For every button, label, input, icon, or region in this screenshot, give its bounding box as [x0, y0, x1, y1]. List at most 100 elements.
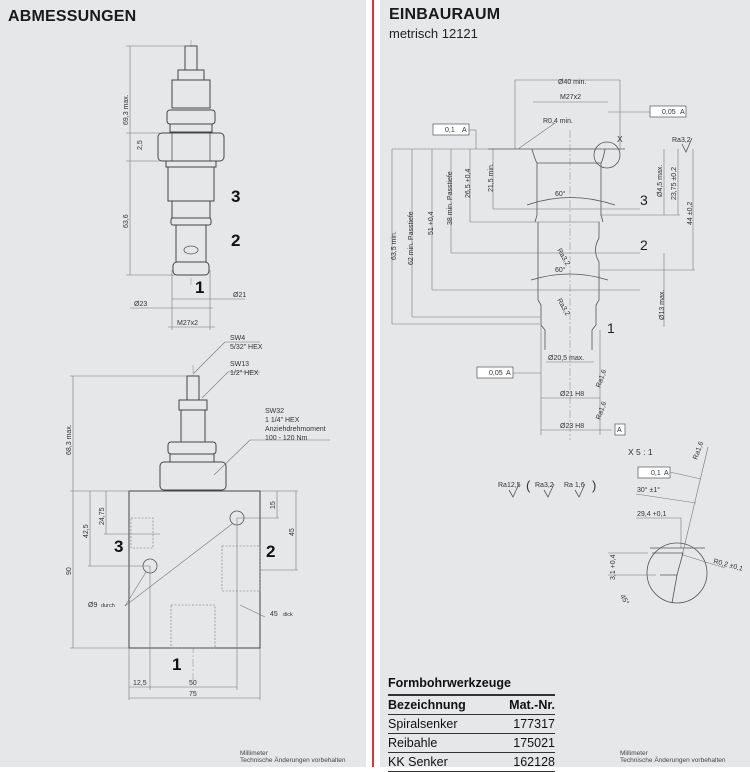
dim-75: 75 — [189, 691, 197, 698]
right-footer-unit: Millimeter — [620, 750, 648, 757]
roughness-ra3-2: Ra3,2 — [535, 482, 554, 489]
dim-thickness: 45 — [270, 611, 278, 618]
callout-sw4: SW4 — [230, 335, 245, 342]
cartridge-drawing: 69,3 max. 2,5 63,6 Ø21 Ø23 M27x2 3 2 1 — [123, 40, 246, 330]
cavity-runout-tol: 0,05 — [662, 109, 676, 116]
surface-roughness-legend: Ra12,5 ( Ra3,2 Ra 1,6 ) — [498, 478, 596, 498]
cavity-flat-datum: A — [462, 127, 467, 134]
dim-d23: Ø23 — [134, 301, 147, 308]
dim-45: 45 — [289, 528, 296, 536]
cavity-dim-d20-5: Ø20,5 max. — [548, 355, 584, 362]
cavity-drawing: Ø40 min. M27x2 0,05 A R0,4 min. 0,1 A X … — [391, 79, 695, 440]
tool-name: Reibahle — [388, 733, 494, 753]
dim-collar: 2,5 — [137, 140, 144, 150]
cavity-ra32: Ra3,2 — [672, 137, 691, 144]
tool-nr: 162128 — [493, 752, 555, 772]
panel-divider — [372, 0, 374, 767]
cavity-flat-tol: 0,1 — [445, 127, 455, 134]
cavity-dim-26-5: 26,5 +0,4 — [465, 169, 472, 198]
installation-space-title: EINBAURAUM — [389, 6, 501, 23]
detail-x-drawing: X 5 : 1 Ra1,6 0,1 A 30° ±1° 29,4 +0,1 3,… — [608, 441, 744, 606]
detail-angle: 30° ±1° — [637, 486, 660, 494]
tool-name: Spiralsenker — [388, 714, 494, 734]
dim-24-75: 24,75 — [99, 507, 106, 525]
cavity-runout-datum: A — [680, 109, 685, 116]
detail-ra16: Ra1,6 — [692, 441, 705, 461]
dim-hole-note: durch — [101, 603, 115, 609]
cavity-dim-38: 38 min. Passtiefe — [447, 171, 454, 225]
left-footer-note: Technische Änderungen vorbehalten — [240, 757, 346, 764]
roughness-ra12-5: Ra12,5 — [498, 482, 521, 489]
block-port-3: 3 — [114, 537, 123, 556]
callout-sw13: SW13 — [230, 361, 249, 368]
table-row: Reibahle 175021 — [388, 733, 555, 753]
tools-title: Formbohrwerkzeuge — [388, 676, 511, 690]
block-port-2: 2 — [266, 542, 275, 561]
table-header: Bezeichnung Mat.-Nr. — [388, 694, 555, 715]
callout-sw32-hex: 1 1/4" HEX — [265, 417, 300, 424]
cavity-ra32-b: Ra3,2 — [555, 298, 570, 318]
detail-runout-tol: 0,1 — [651, 470, 661, 477]
paren-open: ( — [526, 478, 531, 493]
block-port-1: 1 — [172, 655, 181, 674]
detail-runout-datum: A — [664, 470, 669, 477]
port-label-3: 3 — [231, 187, 240, 206]
cavity-datum-a: A — [617, 427, 622, 434]
dim-overall-height: 69,3 max. — [123, 94, 130, 125]
table-row: Spiralsenker 177317 — [388, 714, 555, 734]
tool-name: KK Senker — [388, 752, 494, 772]
cavity-dim-thread: M27x2 — [560, 94, 581, 101]
paren-close: ) — [592, 478, 596, 493]
tools-table: Bezeichnung Mat.-Nr. Spiralsenker 177317… — [388, 694, 555, 772]
tool-nr: 175021 — [493, 733, 555, 753]
dim-42-5: 42,5 — [83, 524, 90, 538]
cavity-dim-51: 51 +0,4 — [428, 211, 435, 235]
cavity-radius: R0,4 min. — [543, 118, 573, 125]
callout-sw13-hex: 1/2" HEX — [230, 370, 259, 377]
table-row: KK Senker 162128 — [388, 752, 555, 772]
cavity-port-2: 2 — [640, 237, 648, 253]
dim-block-height: 90 — [66, 567, 73, 575]
cavity-dim-d23: Ø23 H8 — [560, 423, 584, 430]
cavity-angle-2: 60° — [555, 266, 566, 274]
cavity-runout-tol-2: 0,05 — [489, 370, 503, 377]
dimensions-title: ABMESSUNGEN — [8, 8, 137, 25]
dim-15: 15 — [270, 501, 277, 509]
cavity-dim-63-5: 63,5 min. — [391, 231, 398, 260]
detail-diameter: 29,4 +0,1 — [637, 511, 666, 518]
dim-12-5: 12,5 — [133, 680, 147, 687]
cavity-port-1: 1 — [607, 320, 615, 336]
left-footer-unit: Millimeter — [240, 750, 268, 757]
valve-block-drawing: SW4 5/32" HEX SW13 1/2" HEX SW32 1 1/4" … — [66, 335, 330, 700]
cavity-dim-62: 62 min. Passtiefe — [408, 211, 415, 265]
dim-d21: Ø21 — [233, 292, 246, 299]
cavity-dim-d40: Ø40 min. — [558, 79, 586, 86]
dim-thread: M27x2 — [177, 320, 198, 327]
detail-chamfer: 45° — [618, 593, 630, 606]
detail-x-mark: X — [617, 134, 623, 144]
cavity-dim-44: 44 ±0,2 — [687, 202, 694, 225]
cavity-dim-d13: Ø13 max. — [659, 290, 666, 320]
right-footer-note: Technische Änderungen vorbehalten — [620, 757, 726, 764]
detail-depth: 3,1 +0,4 — [610, 554, 617, 580]
cavity-dim-23-75: 23,75 ±0,2 — [671, 167, 678, 200]
right-footer: Millimeter Technische Änderungen vorbeha… — [620, 750, 726, 764]
cavity-ra32-a: Ra3,2 — [555, 248, 570, 268]
cavity-ra16-b: Ra1,6 — [595, 401, 608, 421]
col-designation: Bezeichnung — [388, 694, 494, 715]
roughness-ra1-6: Ra 1,6 — [564, 482, 585, 489]
cavity-port-3: 3 — [640, 192, 648, 208]
col-mat-nr: Mat.-Nr. — [493, 694, 555, 715]
callout-torque-label: Anziehdrehmoment — [265, 426, 326, 433]
detail-radius: R0,2 ±0,1 — [712, 558, 743, 573]
dim-insert-length: 63,6 — [123, 214, 130, 228]
tool-nr: 177317 — [493, 714, 555, 734]
cavity-dim-d4-5: Ø4,5 max. — [657, 165, 664, 197]
dim-thickness-note: dick — [283, 612, 293, 618]
cavity-dim-21-5: 21,5 min. — [488, 163, 495, 192]
cavity-angle-1: 60° — [555, 190, 566, 198]
callout-torque-value: 100 - 120 Nm — [265, 435, 308, 442]
detail-label: X 5 : 1 — [628, 447, 653, 457]
port-label-2: 2 — [231, 231, 240, 250]
